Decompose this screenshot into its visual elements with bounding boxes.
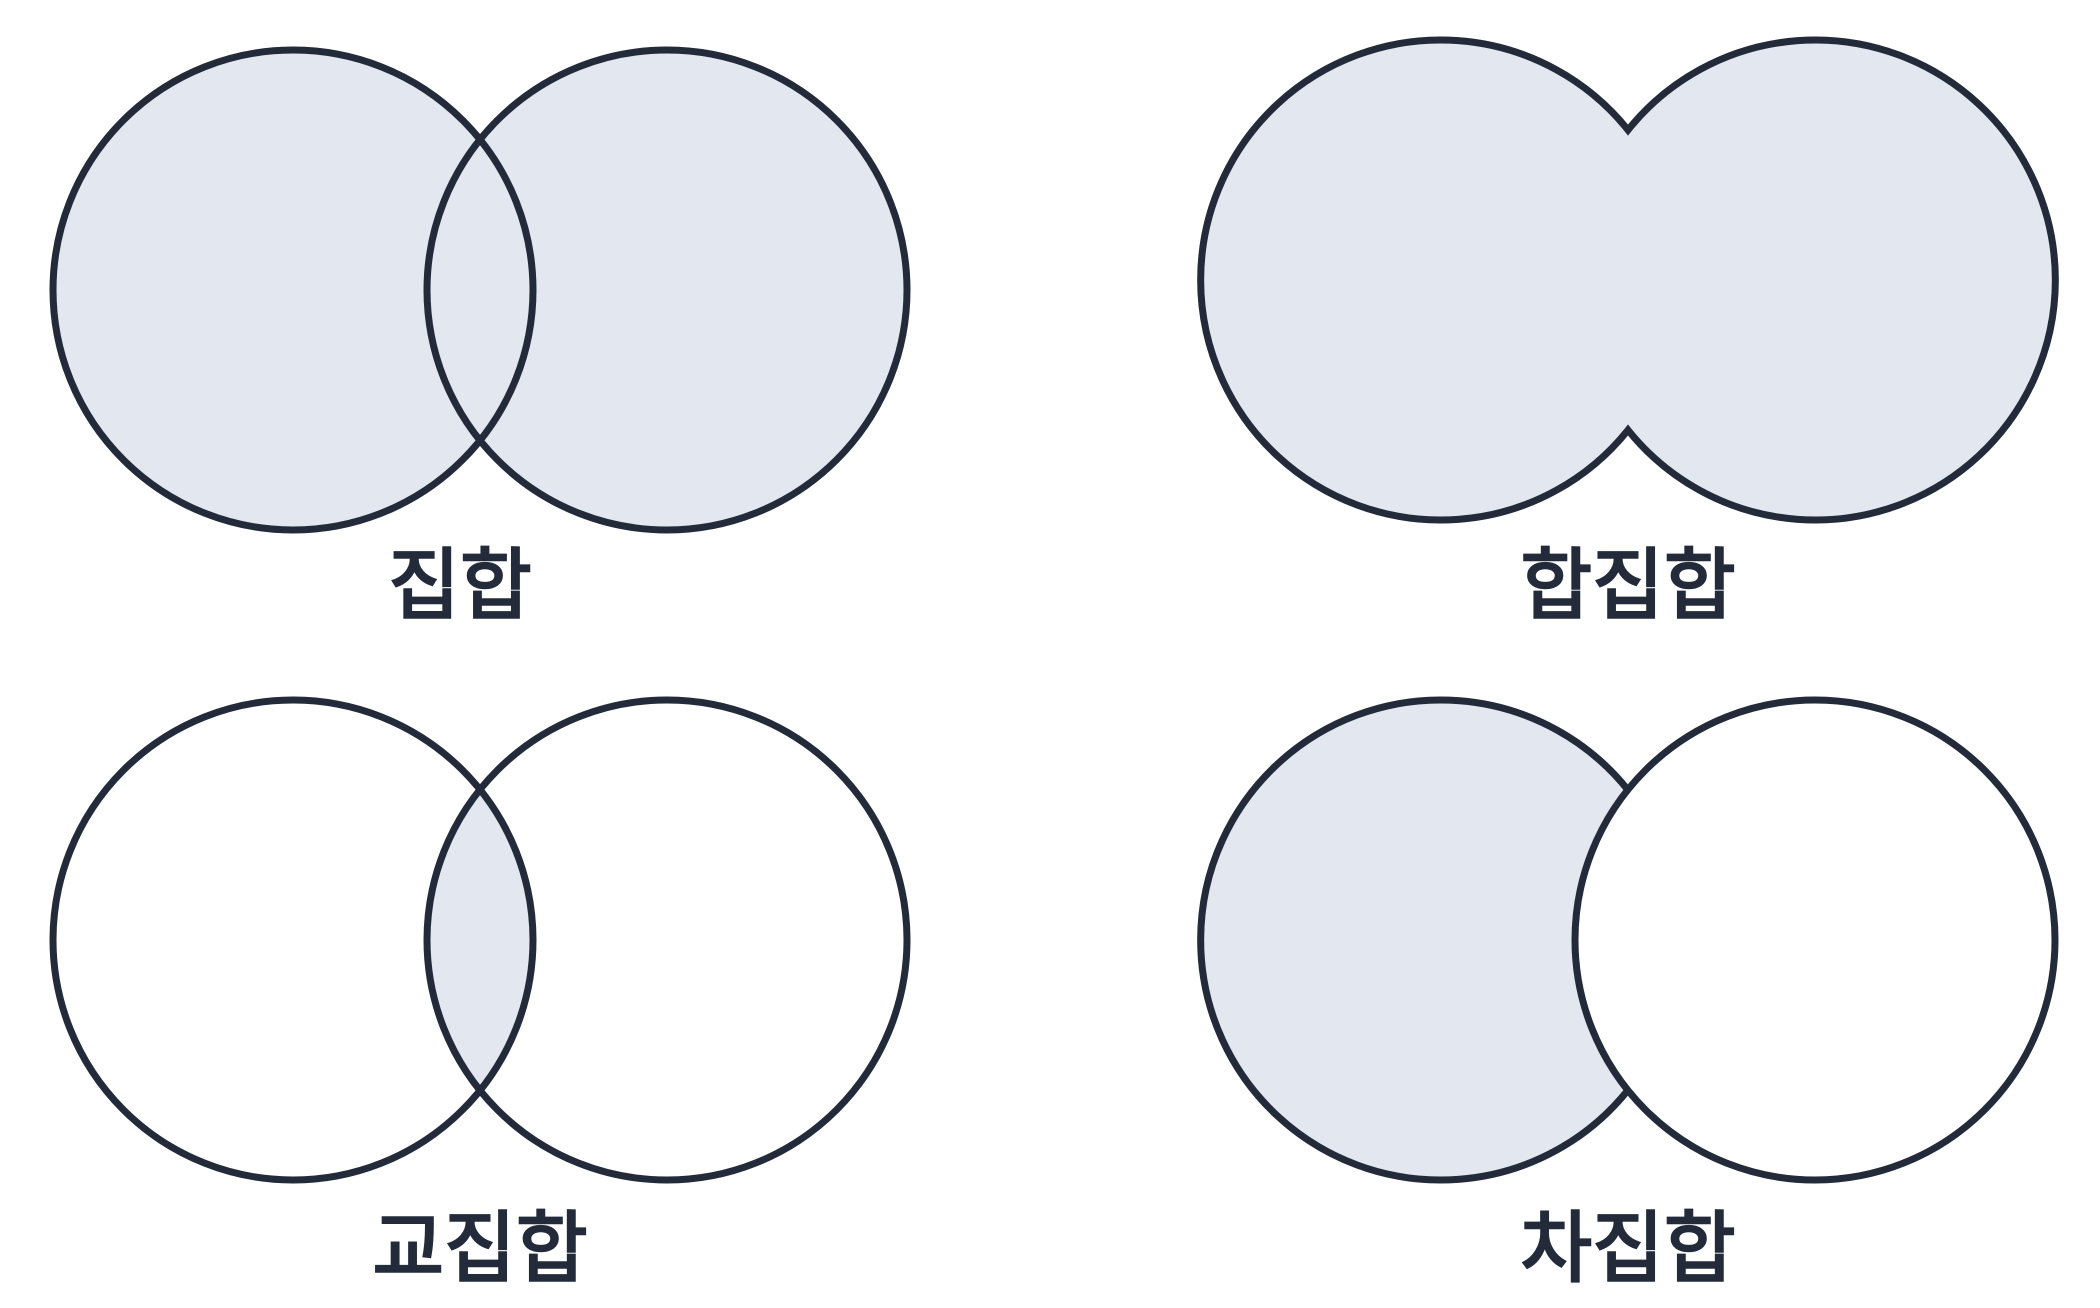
panel-difference: 차집합 — [1197, 696, 2059, 1294]
difference-fill — [1200, 700, 1628, 1181]
panel-union: 합집합 — [1197, 36, 2059, 631]
panel-set: 집합 — [49, 46, 911, 631]
union-fill — [1200, 40, 2056, 521]
intersection-set-a-outline — [49, 696, 537, 1184]
difference-set-a-outer-arc — [1197, 696, 1631, 1184]
difference-set-b-outline — [1571, 696, 2059, 1184]
set-a-fill — [53, 50, 533, 530]
label-difference: 차집합 — [1520, 1204, 1735, 1294]
intersection-fill — [427, 790, 533, 1090]
union-outline — [1197, 36, 2059, 524]
label-union: 합집합 — [1520, 541, 1735, 631]
label-set: 집합 — [388, 541, 532, 631]
intersection-set-b-outline — [423, 696, 911, 1184]
set-b-fill — [427, 50, 907, 530]
label-intersection: 교집합 — [372, 1204, 587, 1294]
panel-intersection: 교집합 — [49, 696, 911, 1294]
set-a-outline — [49, 46, 537, 534]
set-b-outline — [423, 46, 911, 534]
